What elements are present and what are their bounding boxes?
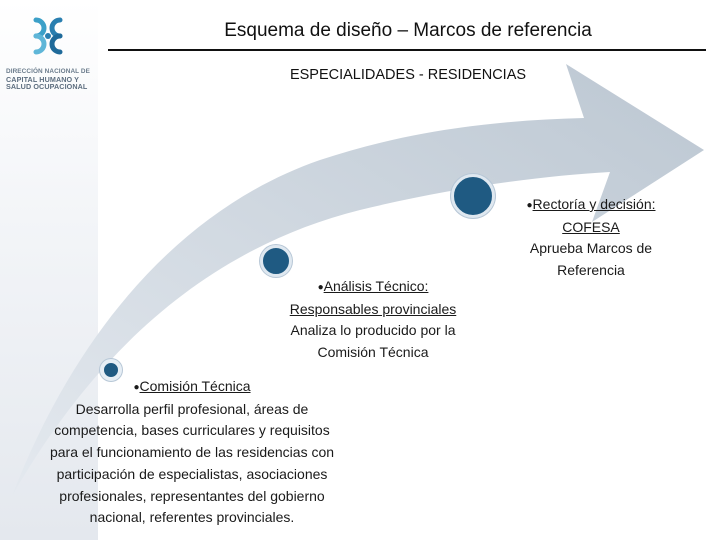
bullet-icon: ●: [526, 200, 533, 211]
page-title: Esquema de diseño – Marcos de referencia: [224, 20, 592, 41]
step-1-line: competencia, bases curriculares y requis…: [54, 422, 330, 439]
step-1-heading: Comisión Técnica: [139, 378, 251, 394]
org-line-3: SALUD OCUPACIONAL: [6, 82, 88, 92]
step-2-line: Comisión Técnica: [317, 343, 429, 360]
arrow-shape: [12, 64, 704, 496]
step-1-marker: [100, 359, 122, 381]
step-3-text: ●Rectoría y decisión: COFESA Aprueba Mar…: [506, 194, 676, 281]
page-subtitle: ESPECIALIDADES - RESIDENCIAS: [289, 67, 527, 83]
step-1-line: nacional, referentes provinciales.: [89, 509, 295, 526]
ministry-logo-icon: [33, 17, 63, 55]
step-3-line: Aprueba Marcos de: [529, 240, 653, 256]
step-1-line: Desarrolla perfil profesional, áreas de: [75, 400, 309, 417]
step-1-text: ●Comisión Técnica Desarrolla perfil prof…: [20, 376, 364, 529]
step-2-heading: Análisis Técnico:: [323, 278, 429, 294]
step-3-marker: [451, 174, 495, 218]
bullet-icon: ●: [317, 282, 324, 293]
org-line-1: DIRECCIÓN NACIONAL DE: [6, 68, 90, 75]
sidebar-panel: DIRECCIÓN NACIONAL DE CAPITAL HUMANO Y S…: [0, 0, 98, 540]
step-3-heading: Rectoría y decisión:: [532, 196, 656, 212]
step-1-line: para el funcionamiento de las residencia…: [49, 444, 335, 461]
bullet-icon: ●: [133, 382, 140, 393]
step-1-line: profesionales, representantes del gobier…: [59, 487, 325, 504]
step-2-text: ●Análisis Técnico: Responsables provinci…: [266, 276, 480, 363]
title-divider: [108, 49, 706, 51]
step-1-line: participación de especialistas, asociaci…: [56, 465, 328, 482]
step-2-line: Analiza lo producido por la: [290, 322, 456, 338]
step-3-heading-2: COFESA: [562, 218, 620, 235]
org-line-2: CAPITAL HUMANO Y: [6, 74, 80, 84]
org-name: DIRECCIÓN NACIONAL DE CAPITAL HUMANO Y S…: [6, 68, 98, 91]
step-2-heading-2: Responsables provinciales: [289, 300, 457, 317]
step-3-line: Referencia: [557, 261, 625, 278]
step-2-marker: [260, 245, 292, 277]
